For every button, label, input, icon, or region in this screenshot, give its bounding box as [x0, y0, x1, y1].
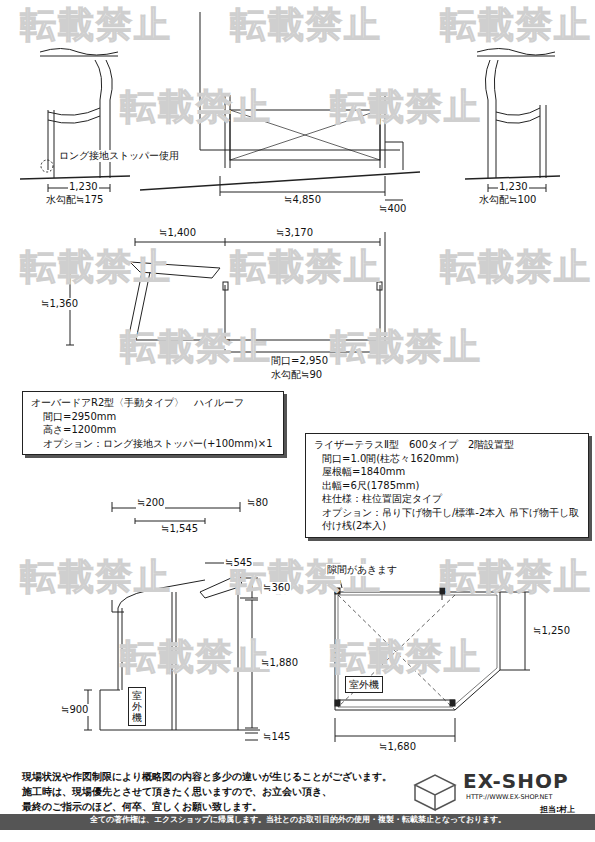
spec-line: 高さ=1200mm	[31, 423, 275, 437]
note-text: 最終のご指示のほど、何卒、宜しくお願い致します。	[22, 802, 262, 813]
dimension-label: ≒145	[262, 731, 291, 743]
outdoor-unit-box: 室外機	[128, 687, 146, 726]
outdoor-unit-box: 室外機	[345, 676, 383, 693]
spec-box: ライザーテラスⅡ型 600タイプ 2階設置型間口=1.0間(柱芯々1620mm)…	[305, 433, 589, 538]
dimension-label: 間口=2,950	[270, 355, 329, 367]
spec-line: オプション：ロング接地ストッパー(+100mm)×1	[31, 437, 275, 451]
dimension-label: 水勾配≒90	[270, 369, 323, 381]
dimension-label: 1,230	[498, 181, 529, 193]
dimension-label: ≒545	[224, 557, 253, 569]
dimension-label: 1,230	[68, 181, 99, 193]
spec-line: 室外機	[132, 690, 142, 723]
dimension-label: 水勾配≒175	[45, 194, 104, 206]
note-text: 施工時は、現場優先とさせて頂きたく思いますので、お立会い頂き、	[22, 787, 332, 798]
watermark: 転載禁止	[230, 4, 382, 45]
dimension-label: ≒1,680	[378, 741, 417, 753]
watermark: 転載禁止	[20, 246, 172, 287]
dimension-label: ≒400	[378, 203, 407, 215]
dimension-label: ≒1,880	[260, 657, 299, 669]
spec-title: オーバードアR2型〈手動タイプ〉 ハイルーフ	[31, 396, 275, 410]
watermark: 転載禁止	[20, 4, 172, 45]
copy-text: 全ての著作権は、エクスショップに帰属します。当社とのお取引目的外の使用・複製・転…	[0, 816, 595, 825]
spec-line: 柱仕様：柱位置固定タイプ	[314, 492, 580, 506]
dimension-label: ≒360	[262, 582, 291, 594]
spec-box: オーバードアR2型〈手動タイプ〉 ハイルーフ間口=2950mm高さ=1200mm…	[22, 391, 284, 455]
watermark: 転載禁止	[330, 636, 482, 677]
dimension-label: ≒4,850	[283, 194, 322, 206]
spec-line: 間口=1.0間(柱芯々1620mm)	[314, 452, 580, 466]
spec-line: 出幅=6尺(1785mm)	[314, 479, 580, 493]
tan-text: 担当:村上	[540, 805, 575, 814]
dimension-label: 水勾配≒100	[478, 194, 537, 206]
watermark: 転載禁止	[330, 326, 482, 367]
dimension-label: ≒80	[246, 497, 269, 509]
watermark: 転載禁止	[440, 246, 592, 287]
watermark: 転載禁止	[230, 246, 382, 287]
spec-title: ライザーテラスⅡ型 600タイプ 2階設置型	[314, 438, 580, 452]
url-text: HTTP://WWW.EX-SHOP.NET	[466, 794, 552, 801]
dimension-label: ≒3,170	[275, 227, 314, 239]
watermark: 転載禁止	[20, 556, 172, 597]
spec-line: 間口=2950mm	[31, 410, 275, 424]
watermark: 転載禁止	[440, 556, 592, 597]
note-text: 現場状況や作図制限により概略図の内容と多少の違いが生じることがございます。	[22, 772, 392, 783]
spec-line: 屋根幅=1840mm	[314, 465, 580, 479]
spec-line: 室外機	[349, 679, 379, 690]
watermark: 転載禁止	[330, 86, 482, 127]
watermark: 転載禁止	[120, 636, 272, 677]
dimension-label: ≒900	[60, 704, 89, 716]
dimension-label: ≒1,545	[160, 523, 199, 535]
dimension-label: ≒1,400	[158, 227, 197, 239]
watermark: 転載禁止	[120, 86, 272, 127]
dimension-label: 隙間があきます	[326, 564, 398, 576]
watermark: 転載禁止	[120, 326, 272, 367]
dimension-label: ≒200	[136, 497, 165, 509]
dimension-label: ≒1,360	[40, 298, 79, 310]
watermark: 転載禁止	[440, 4, 592, 45]
dimension-label: ≒1,250	[532, 625, 571, 637]
spec-line: オプション：吊り下げ物干し/標準-2本入 吊下げ物干し取付け桟(2本入)	[314, 506, 580, 533]
dimension-label: ロング接地ストッパー使用	[58, 150, 180, 162]
logo-text: EX-SHOP	[463, 770, 569, 793]
